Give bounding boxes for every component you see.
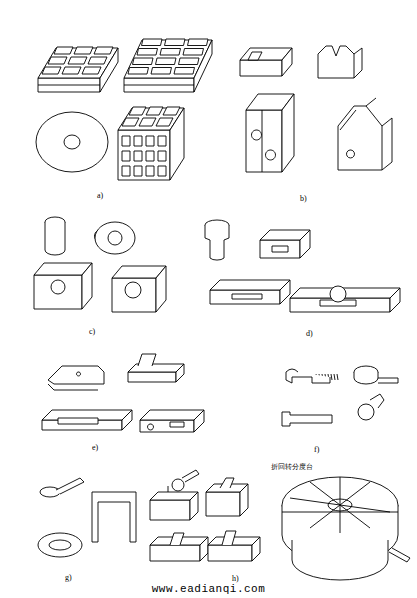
subfigure-label: c) xyxy=(88,327,96,336)
subfigure-label: d) xyxy=(305,329,314,338)
watermark: www.eadianqi.com xyxy=(151,583,267,595)
subfigure-label: e) xyxy=(91,443,99,452)
subfigure-label: g) xyxy=(64,573,73,582)
subfigure-label: b) xyxy=(299,194,308,203)
subfigure-label: a) xyxy=(96,191,104,200)
subfigure-label: f) xyxy=(313,445,320,454)
subfigure-label: h) xyxy=(231,574,240,583)
part-name: 折回转分度台 xyxy=(270,462,314,472)
